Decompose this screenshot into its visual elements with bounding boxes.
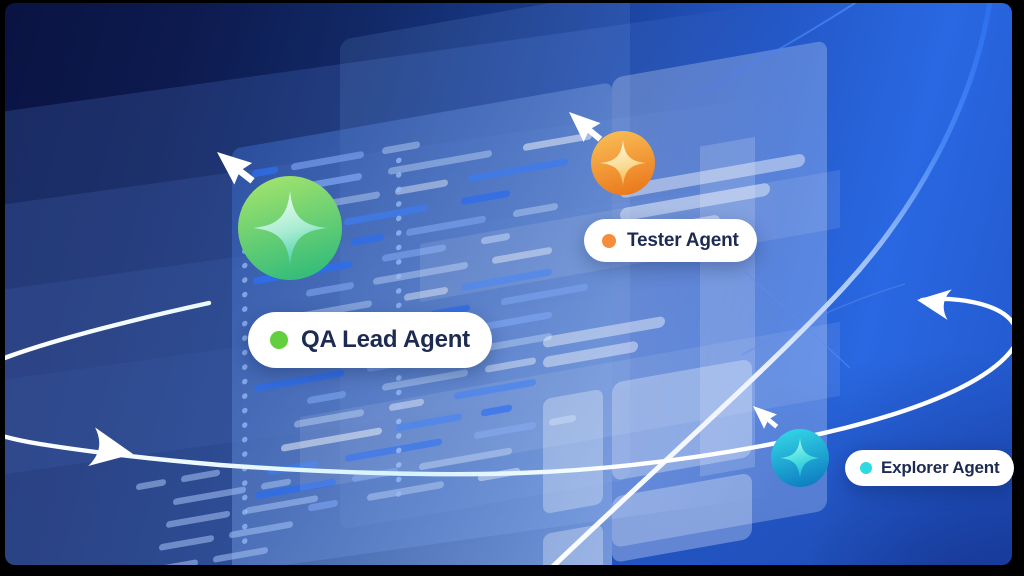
light-band-2 bbox=[300, 321, 840, 492]
front-window-panel bbox=[612, 41, 827, 547]
orbit-lines bbox=[5, 3, 1012, 565]
orbit-diagonal bbox=[550, 3, 993, 565]
tester-orb bbox=[591, 131, 655, 195]
explorer-agent-badge: Explorer Agent bbox=[845, 450, 1015, 486]
agent-orbs bbox=[238, 131, 829, 487]
orbit-ellipse-white bbox=[5, 296, 1012, 477]
thin-blue-arc bbox=[661, 3, 857, 111]
status-dot bbox=[602, 233, 616, 248]
status-dot bbox=[860, 462, 872, 474]
agent-label: Tester Agent bbox=[627, 229, 739, 251]
dashboard-cards bbox=[543, 360, 752, 565]
status-dot bbox=[270, 331, 288, 349]
tester-agent-badge: Tester Agent bbox=[584, 219, 757, 262]
orbit-arrowhead-icon bbox=[914, 284, 952, 320]
qa-lead-orb bbox=[238, 176, 342, 280]
agent-label: Explorer Agent bbox=[881, 458, 1000, 477]
agent-label: QA Lead Agent bbox=[301, 326, 470, 353]
crossing-line-2 bbox=[741, 283, 906, 356]
qa-lead-agent-badge: QA Lead Agent bbox=[248, 312, 492, 368]
explorer-orb bbox=[771, 429, 829, 487]
